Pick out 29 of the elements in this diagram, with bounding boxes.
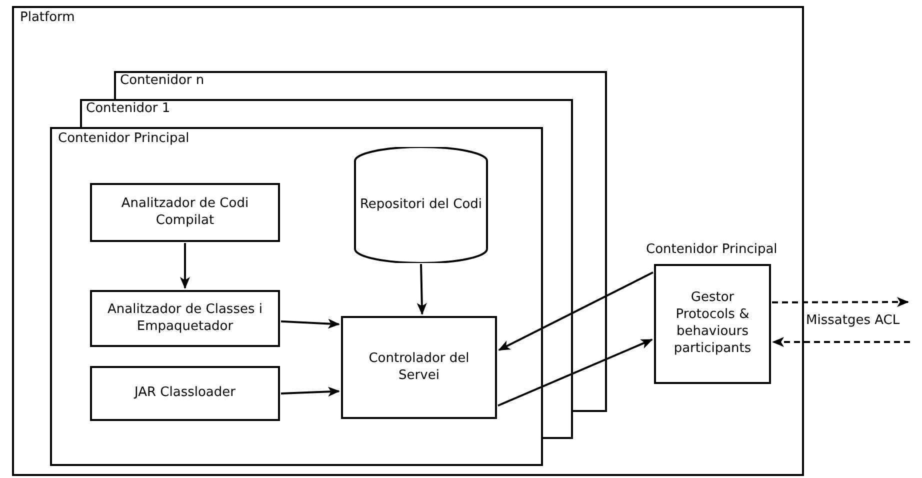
node-label: Repositori del Codi bbox=[360, 196, 482, 214]
container-title: Platform bbox=[20, 10, 75, 25]
arrow bbox=[498, 272, 654, 351]
process-box bbox=[341, 316, 497, 419]
container-title: Contenidor n bbox=[120, 73, 204, 88]
arrow bbox=[180, 243, 190, 289]
platform-frame bbox=[12, 6, 804, 476]
arrow bbox=[772, 297, 909, 308]
container-box bbox=[114, 71, 607, 100]
process-box bbox=[90, 290, 280, 347]
node-label: Gestor Protocols & behaviours participants bbox=[672, 290, 752, 358]
container-title: Contenidor Principal bbox=[58, 131, 190, 146]
container-box bbox=[50, 127, 543, 466]
database-cylinder bbox=[354, 147, 488, 263]
arrow bbox=[772, 337, 910, 347]
container-title: Contenidor Principal bbox=[646, 242, 778, 257]
arrow bbox=[280, 386, 340, 397]
arrow bbox=[498, 338, 653, 407]
node-label: Analitzador de Codi Compilat bbox=[120, 196, 250, 230]
arrow bbox=[280, 318, 340, 329]
process-box bbox=[90, 366, 280, 421]
node-label: Controlador del Servei bbox=[368, 350, 470, 384]
node-label: Analitzador de Classes i Empaquetador bbox=[106, 302, 264, 336]
edge-label: Missatges ACL bbox=[804, 313, 902, 328]
arrow bbox=[416, 264, 427, 315]
container-box bbox=[80, 99, 573, 128]
process-box bbox=[90, 183, 280, 242]
container-title: Contenidor 1 bbox=[86, 101, 170, 116]
node-label: JAR Classloader bbox=[134, 385, 236, 402]
